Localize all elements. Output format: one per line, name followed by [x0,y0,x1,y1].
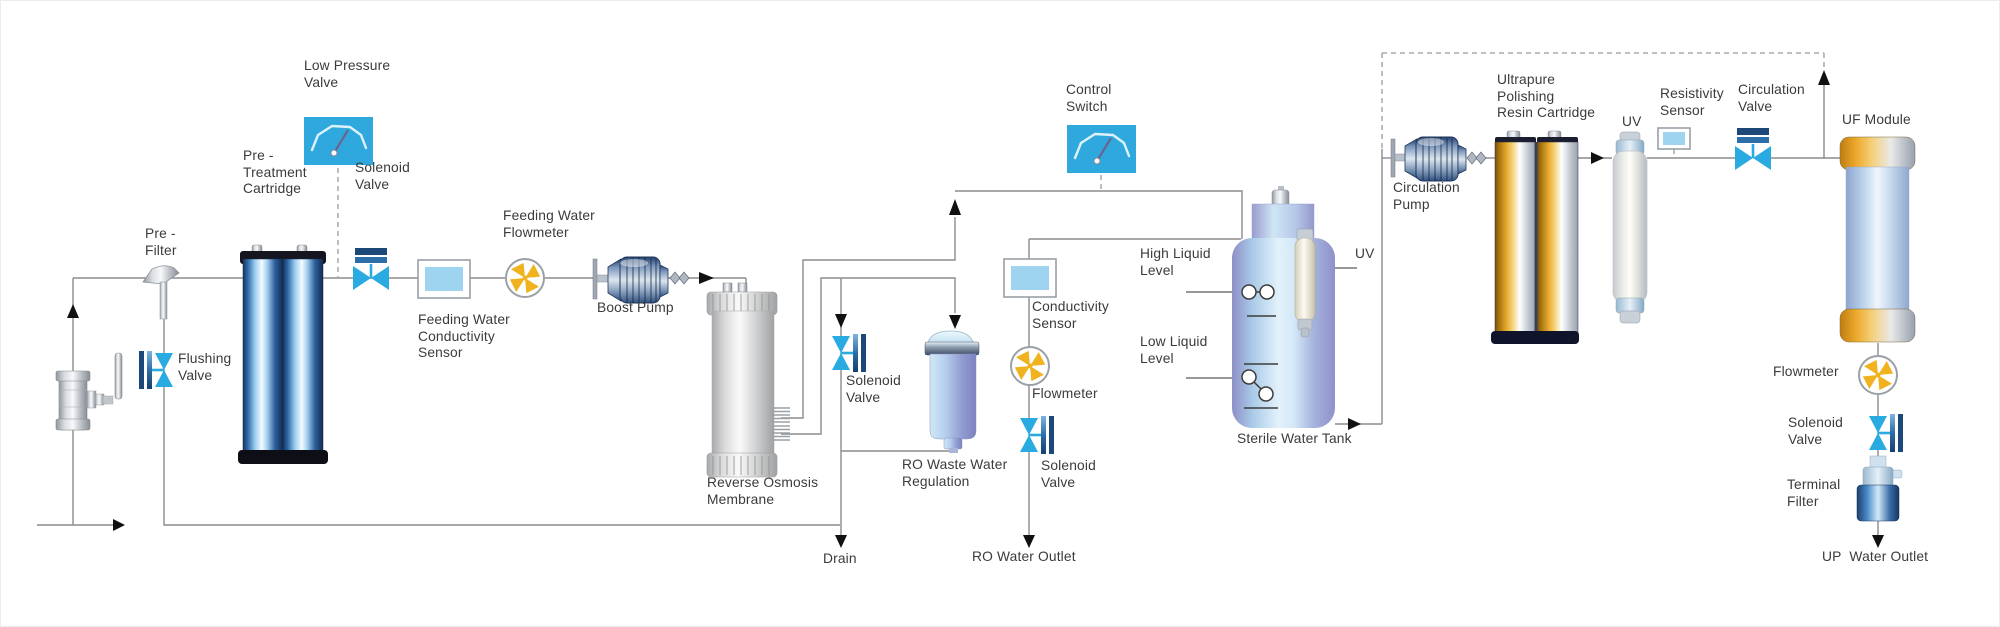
dashed-lines [337,52,1825,277]
label-feeding-conductivity: Feeding Water Conductivity Sensor [418,312,510,360]
solenoid-valve-feed-icon [353,248,389,290]
label-pre-treatment: Pre - Treatment Cartridge [243,148,307,196]
label-uv-tank: UV [1355,246,1375,261]
ultrapure-polishing-resin-cartridge-icon [1491,130,1579,344]
uv-unit-icon [1612,131,1648,324]
reverse-osmosis-membrane-icon [706,282,790,478]
feeding-water-flowmeter-icon [505,258,545,298]
label-uv-inline: UV [1622,114,1642,129]
control-switch-gauge-icon [1065,123,1138,175]
label-solenoid-valve-ro: Solenoid Valve [1041,458,1096,490]
solenoid-valve-ro-icon [1020,416,1054,454]
label-boost-pump: Boost Pump [597,300,674,315]
label-low-liquid-level: Low Liquid Level [1140,334,1208,366]
circulation-pump-icon [1390,136,1487,182]
label-sterile-water-tank: Sterile Water Tank [1237,431,1352,446]
flushing-valve-icon [139,351,173,389]
label-control-switch: Control Switch [1066,82,1112,114]
label-feeding-flowmeter: Feeding Water Flowmeter [503,208,595,240]
label-circulation-pump: Circulation Pump [1393,180,1460,212]
label-resistivity-sensor: Resistivity Sensor [1660,86,1724,118]
solenoid-valve-drain-icon [832,334,866,372]
label-ro-membrane: Reverse Osmosis Membrane [707,475,819,507]
ro-waste-water-regulation-icon [924,330,980,453]
label-terminal-filter: Terminal Filter [1787,477,1841,509]
uv-lamp-icon [1294,228,1316,338]
flow-arrows [67,70,1884,548]
label-uf-module: UF Module [1842,112,1911,127]
water-tap-icon [55,352,123,431]
label-flushing-valve: Flushing Valve [178,351,232,383]
label-solenoid-valve-uf: Solenoid Valve [1788,415,1843,447]
label-pre-filter: Pre - Filter [145,226,177,258]
resistivity-sensor-icon [1657,127,1691,150]
ro-flowmeter-icon [1010,346,1050,386]
label-solenoid-valve-feed: Solenoid Valve [355,160,410,192]
terminal-filter-icon [1856,455,1903,522]
label-high-liquid-level: High Liquid Level [1140,246,1211,278]
label-solenoid-valve-drain: Solenoid Valve [846,373,901,405]
uf-module-icon [1839,136,1916,343]
label-ro-flowmeter: Flowmeter [1032,386,1098,401]
sterile-water-tank-icon [1232,186,1335,428]
label-drain: Drain [823,551,857,566]
uf-flowmeter-icon [1858,355,1898,395]
label-up-water-outlet: UP Water Outlet [1822,549,1929,564]
conductivity-sensor-icon [1003,258,1057,298]
label-conductivity-sensor: Conductivity Sensor [1032,299,1109,331]
solenoid-valve-uf-icon [1869,414,1903,452]
boost-pump-icon [592,256,690,304]
label-ro-water-outlet: RO Water Outlet [972,549,1076,564]
pre-filter-icon [142,265,180,320]
label-ro-waste-regulation: RO Waste Water Regulation [902,457,1008,489]
label-low-pressure-valve: Low Pressure Valve [304,58,391,90]
label-resin-cartridge: Ultrapure Polishing Resin Cartridge [1497,72,1596,120]
label-uf-flowmeter: Flowmeter [1773,364,1839,379]
pre-treatment-cartridge-icon [238,244,328,464]
feeding-water-conductivity-sensor-icon [417,259,471,299]
label-circulation-valve: Circulation Valve [1738,82,1805,114]
circulation-valve-icon [1735,128,1771,170]
low-pressure-valve-gauge-icon [302,115,375,167]
